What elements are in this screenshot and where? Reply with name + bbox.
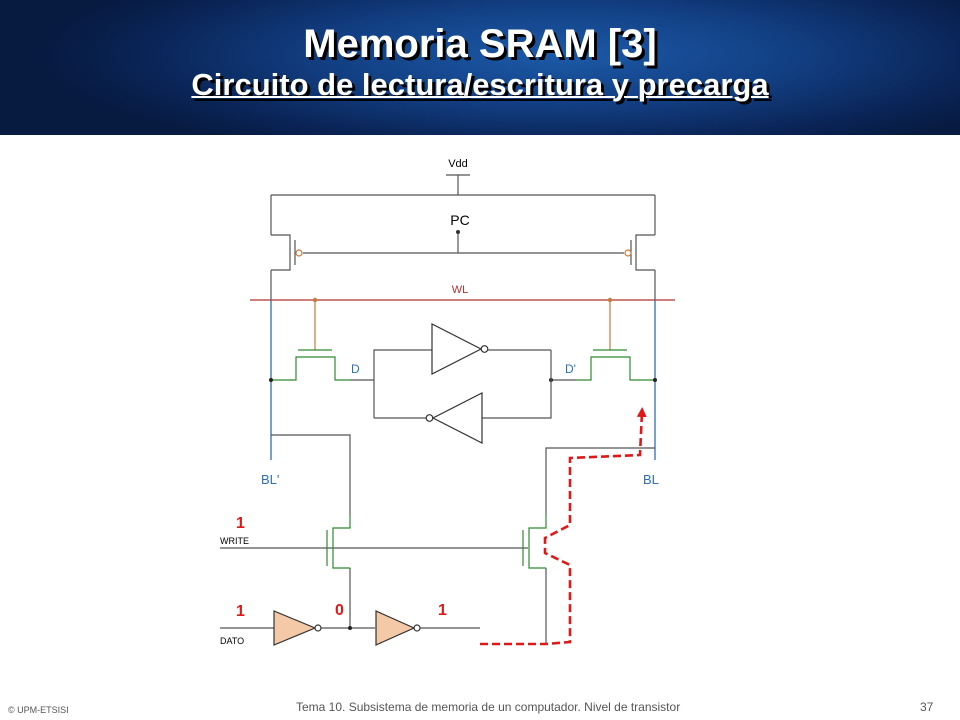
header-banner: Memoria SRAM [3] Circuito de lectura/esc…	[0, 0, 960, 135]
latch-left-loop	[373, 349, 432, 418]
wl-label: WL	[452, 284, 469, 296]
right-pmos-bubble	[624, 249, 632, 257]
page-number: 37	[920, 700, 934, 714]
left-pmos-bubble	[295, 249, 303, 257]
inv2-output-value: 1	[438, 602, 447, 619]
bl-prime-label: BL'	[261, 472, 279, 487]
dato-inverter-2	[375, 610, 416, 646]
right-write-nmos	[528, 515, 547, 569]
write-label: WRITE	[220, 536, 249, 546]
write-value: 1	[236, 515, 245, 532]
pc-label: PC	[450, 212, 469, 228]
dato-inverter-1-bubble	[314, 624, 322, 632]
bl-write-wire	[545, 447, 655, 515]
bl-label: BL	[643, 472, 659, 487]
dato-label: DATO	[220, 636, 244, 646]
dato-value: 1	[236, 603, 245, 620]
title-block: Memoria SRAM [3] Circuito de lectura/esc…	[0, 22, 960, 104]
vdd-label: Vdd	[448, 158, 468, 170]
wl-node-right	[607, 297, 613, 303]
latch-inverter-bottom-bubble	[425, 414, 434, 422]
dato-inverter-1	[273, 610, 317, 646]
right-access-nmos	[576, 356, 655, 381]
inv1-output-node	[348, 626, 352, 630]
slide-title: Memoria SRAM [3]	[303, 22, 657, 66]
pc-node	[456, 230, 460, 234]
d-prime-label: D'	[565, 362, 576, 376]
wl-node-left	[312, 297, 318, 303]
left-write-nmos	[332, 515, 351, 569]
dato-inverter-2-bubble	[413, 624, 421, 632]
left-access-nmos	[271, 356, 350, 381]
latch-inverter-bottom	[431, 392, 483, 444]
d-label: D	[351, 362, 360, 376]
write-circuit	[220, 434, 655, 645]
access-transistors	[271, 349, 655, 381]
inv1-output-value: 0	[335, 602, 344, 619]
left-pmos	[271, 234, 291, 271]
bl-prime-write-wire	[271, 434, 351, 515]
write-transistors	[326, 515, 547, 569]
footer-copyright: © UPM-ETSISI	[8, 705, 69, 715]
current-path-arrow	[480, 407, 647, 646]
bl-node	[653, 378, 657, 382]
latch-inverter-top	[431, 323, 483, 375]
bl-prime-node	[269, 378, 273, 382]
latch-right-loop	[482, 350, 552, 419]
right-pmos	[635, 234, 655, 271]
footer-topic: Tema 10. Subsistema de memoria de un com…	[296, 700, 681, 714]
latch-loop	[373, 349, 552, 419]
latch-inverter-top-bubble	[480, 345, 489, 353]
slide-subtitle: Circuito de lectura/escritura y precarga	[191, 67, 769, 102]
